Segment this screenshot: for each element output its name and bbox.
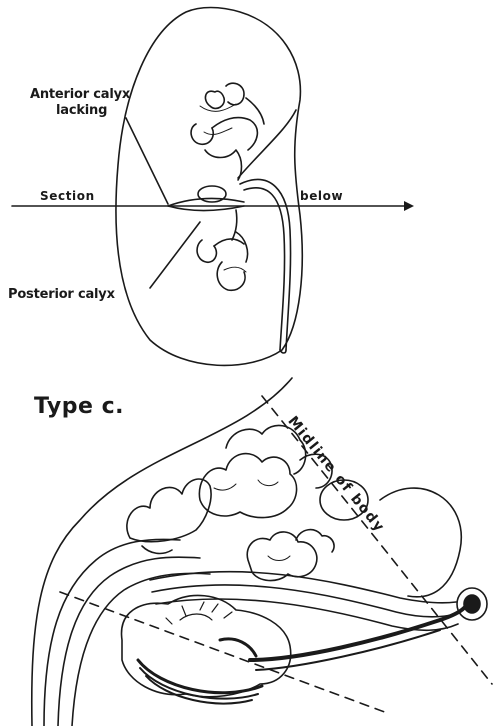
kidney-figure — [12, 8, 414, 366]
vessel-bundle — [150, 572, 458, 631]
anterior-calyx-label-line2: lacking — [56, 104, 107, 117]
type-c-figure — [32, 378, 492, 726]
type-heading: Type c. — [34, 396, 124, 418]
section-arrowhead — [404, 201, 414, 211]
body-wall-inner-1 — [44, 539, 180, 726]
section-slit — [168, 199, 244, 211]
cross-section-inner — [464, 595, 480, 613]
lower-calyx — [197, 210, 247, 290]
anterior-leader — [126, 118, 168, 204]
intestine-loops — [127, 425, 334, 580]
ureter-tube-2 — [256, 630, 440, 670]
posterior-calyx-label: Posterior calyx — [8, 288, 115, 301]
ureter-end — [280, 350, 286, 353]
anterior-calyx-label: Anterior calyx — [30, 88, 130, 101]
ureter — [238, 110, 296, 350]
upper-calyx — [191, 83, 264, 180]
section-calyx — [198, 186, 226, 202]
body-wall-inner-2 — [58, 557, 200, 726]
colon-loop — [380, 488, 461, 597]
posterior-leader — [150, 222, 200, 288]
kidney-section — [122, 595, 291, 703]
section-label: Section — [40, 190, 95, 202]
below-label: below — [300, 190, 343, 202]
ureter-tube — [250, 608, 464, 660]
